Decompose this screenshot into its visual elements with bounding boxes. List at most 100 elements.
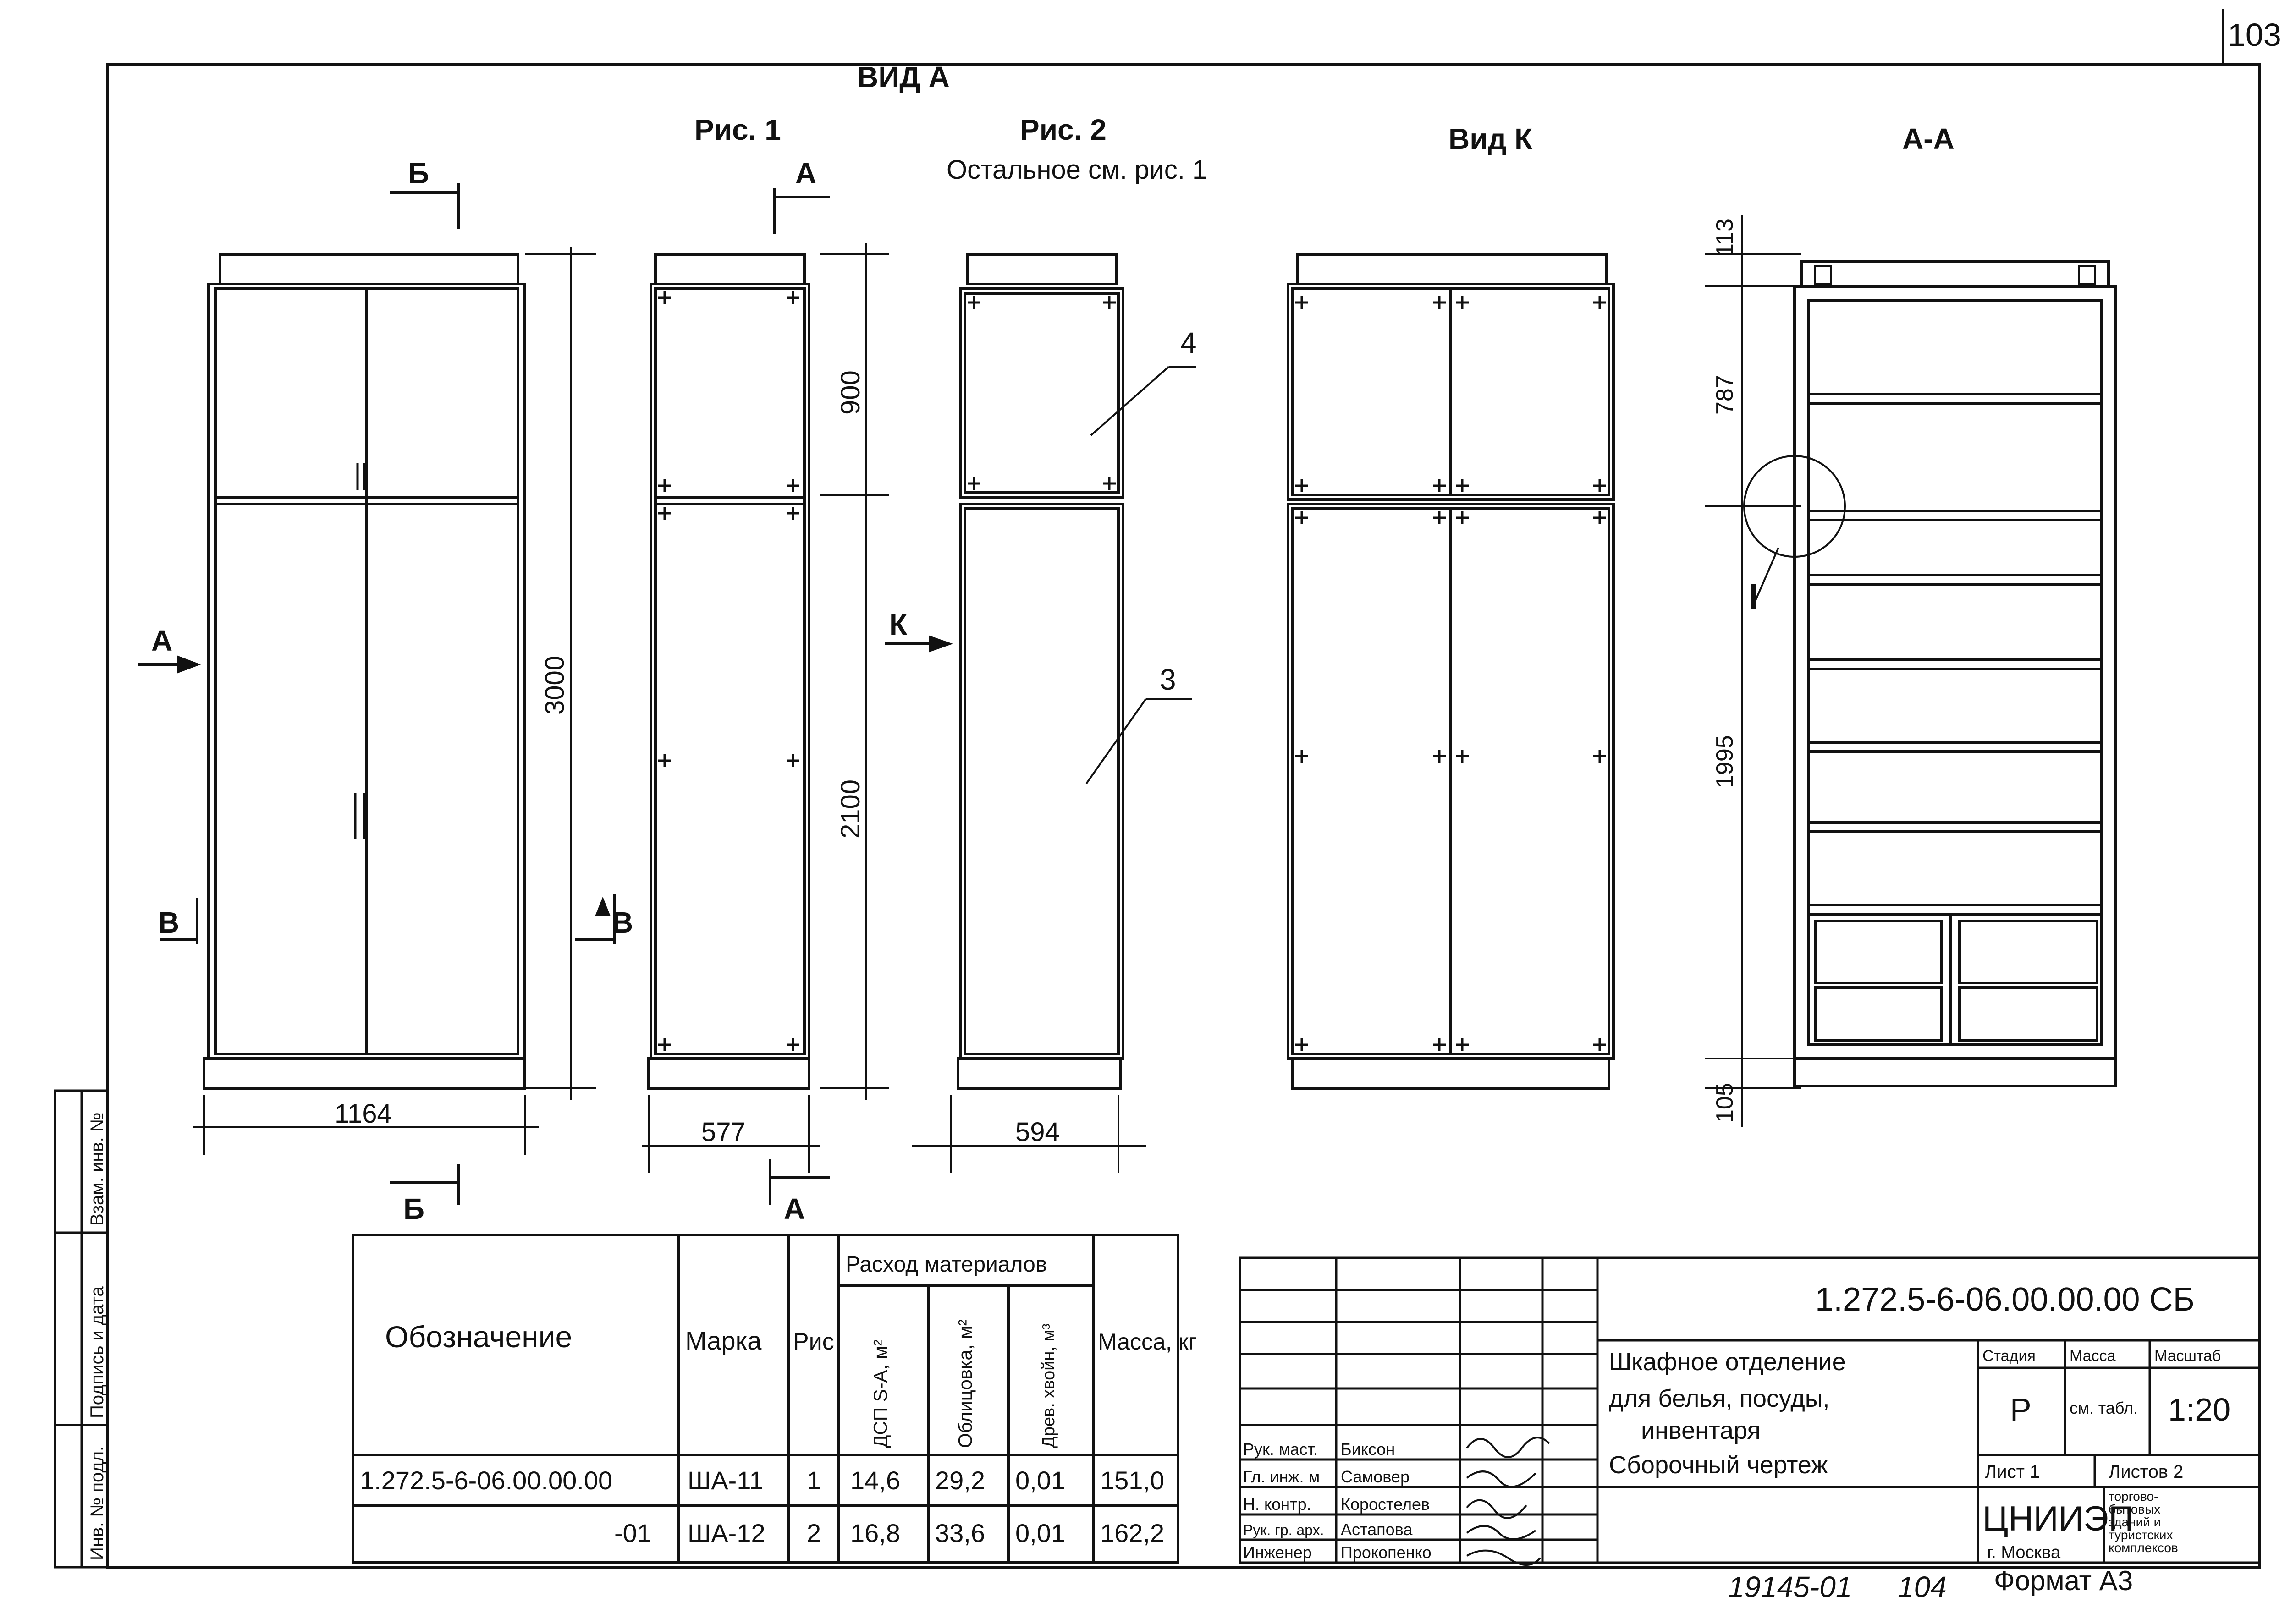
panel-marker: [968, 296, 980, 309]
row1-mass: 151,0: [1100, 1466, 1164, 1495]
side-stamp-inv: Инв. № подл.: [87, 1446, 107, 1560]
sheet-label: Лист 1: [1985, 1462, 2040, 1482]
panel-marker: [1295, 511, 1308, 524]
panel-marker: [1103, 477, 1116, 490]
view-k-cabinet: [1287, 253, 1615, 1090]
person-name-5: Прокопенко: [1341, 1543, 1432, 1562]
hdr-fig: Рис: [793, 1328, 834, 1355]
panel-marker: [1593, 479, 1606, 492]
panel-marker: [1456, 296, 1469, 309]
org-note-4: туристских: [2109, 1528, 2173, 1542]
row2-mass: 162,2: [1100, 1519, 1164, 1547]
footer-inv-number: 19145-01: [1728, 1570, 1852, 1603]
side-view-cabinet: [647, 253, 810, 1090]
drawing-frame: [106, 63, 2261, 1569]
side-bottom-dim: 2100: [836, 779, 865, 839]
row1-facing: 29,2: [935, 1466, 985, 1495]
section-aa-dim-113: 113: [1712, 219, 1738, 257]
panel-marker: [1295, 750, 1308, 763]
footer-page: 104: [1898, 1570, 1947, 1603]
hdr-mark: Марка: [685, 1326, 762, 1355]
title-block-grid: [1239, 1256, 2261, 1564]
section-mark-b-top: Б: [408, 157, 429, 190]
panel-marker: [968, 477, 980, 490]
section-aa-dim-787: 787: [1712, 375, 1738, 415]
panel-marker: [787, 754, 799, 767]
side-top-dim: 900: [836, 370, 865, 415]
row1-wood: 0,01: [1015, 1466, 1065, 1495]
panel-marker: [787, 507, 799, 520]
section-mark-a-left: А: [151, 624, 172, 657]
fig2-title: Рис. 2: [1020, 113, 1107, 146]
org-note-3: зданий и: [2109, 1515, 2161, 1529]
stage-label: Стадия: [1982, 1347, 2036, 1365]
row2-facing: 33,6: [935, 1519, 985, 1547]
spec-table-grid: [352, 1234, 1179, 1564]
panel-marker: [1433, 511, 1446, 524]
row2-fig: 2: [807, 1519, 821, 1547]
title-line-2: для белья, посуды,: [1609, 1385, 1830, 1412]
fig2-width-dim: 594: [1015, 1117, 1060, 1147]
row2-dsp: 16,8: [850, 1519, 900, 1547]
panel-marker: [1456, 479, 1469, 492]
view-a-label: ВИД А: [857, 60, 950, 93]
footer-format: Формат А3: [1994, 1565, 2133, 1596]
row1-dsp: 14,6: [850, 1466, 900, 1495]
fig1-height-dim: 3000: [540, 656, 570, 715]
section-mark-k: К: [889, 608, 908, 641]
fig2-cabinet: [885, 253, 1196, 1090]
person-name-3: Коростелев: [1341, 1495, 1430, 1514]
row2-designation: -01: [614, 1519, 651, 1547]
view-k-title: Вид К: [1448, 122, 1533, 155]
panel-marker: [658, 754, 671, 767]
panel-marker: [1433, 479, 1446, 492]
panel-marker: [1593, 511, 1606, 524]
org-note-5: комплексов: [2109, 1541, 2178, 1555]
section-mark-v-right: В: [612, 906, 633, 939]
hdr-wood: Древ. хвойн, м³: [1039, 1324, 1058, 1448]
person-name-1: Биксон: [1341, 1440, 1395, 1459]
section-aa-cabinet: [1743, 260, 2117, 1087]
section-mark-v-left: В: [158, 906, 179, 939]
row2-wood: 0,01: [1015, 1519, 1065, 1547]
panel-marker: [1103, 296, 1116, 309]
section-aa-dimensions: [1705, 215, 1801, 1127]
person-role-3: Н. контр.: [1243, 1495, 1311, 1514]
section-aa-dim-1995: 1995: [1712, 735, 1738, 788]
person-name-4: Астапова: [1341, 1520, 1413, 1539]
section-aa-dim-105: 105: [1712, 1083, 1738, 1123]
panel-marker: [658, 507, 671, 520]
person-role-4: Рук. гр. арх.: [1243, 1522, 1324, 1538]
panel-marker: [787, 1038, 799, 1051]
person-role-1: Рук. маст.: [1243, 1440, 1318, 1459]
panel-marker: [1456, 511, 1469, 524]
row1-fig: 1: [807, 1466, 821, 1495]
hdr-materials: Расход материалов: [846, 1252, 1047, 1277]
document-code: 1.272.5-6-06.00.00.00 СБ: [1815, 1281, 2195, 1318]
section-aa-title: А-А: [1902, 122, 1955, 155]
panel-marker: [787, 291, 799, 304]
panel-markers: [658, 291, 1606, 1051]
detail-label: I: [1749, 576, 1759, 617]
person-role-5: Инженер: [1243, 1543, 1312, 1562]
section-mark-a-top: А: [795, 157, 816, 190]
person-name-2: Самовер: [1341, 1467, 1410, 1486]
person-role-2: Гл. инж. м: [1243, 1467, 1320, 1486]
fig1-width-dim: 1164: [335, 1099, 392, 1129]
panel-marker: [658, 479, 671, 492]
title-line-4: Сборочный чертеж: [1609, 1451, 1828, 1479]
section-mark-a-bottom: А: [784, 1192, 805, 1225]
side-stamp-sign: Подпись и дата: [87, 1286, 107, 1418]
side-width-dim: 577: [701, 1117, 746, 1147]
panel-marker: [1456, 1038, 1469, 1051]
sheet-corner-number: 103: [2228, 17, 2281, 53]
title-line-1: Шкафное отделение: [1609, 1348, 1846, 1376]
side-stamp-replace: Взам. инв. №: [87, 1112, 107, 1226]
fig1-dimensions: [193, 247, 596, 1155]
side-view-dimensions: [642, 243, 889, 1173]
panel-marker: [1295, 1038, 1308, 1051]
section-mark-b-bottom: Б: [403, 1192, 424, 1225]
panel-marker: [1433, 1038, 1446, 1051]
mass-label: Масса: [2070, 1347, 2116, 1365]
